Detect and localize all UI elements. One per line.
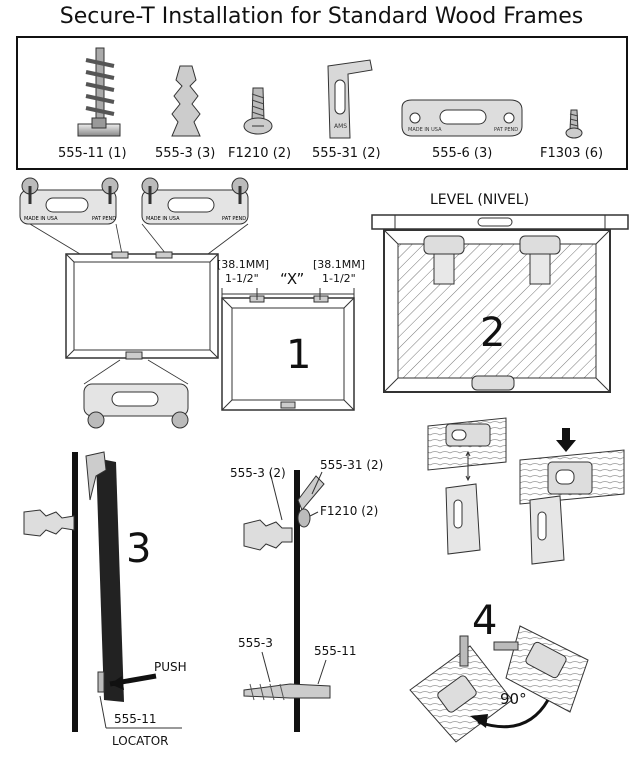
side-anchor-top-label: 555-3 (2) [230, 466, 286, 480]
part-label-f1303: F1303 (6) [540, 146, 604, 161]
dim-right-in: 1-1/2" [322, 272, 356, 285]
svg-text:MADE IN USA: MADE IN USA [146, 216, 180, 222]
frame-step1 [221, 288, 355, 411]
locator-part-label: 555-11 [114, 712, 157, 726]
svg-text:PAT PEND: PAT PEND [92, 216, 116, 222]
part-555-6-icon: MADE IN USA PAT PEND [401, 99, 523, 137]
hanger-bottom-flipped [83, 383, 189, 429]
part-555-11-icon [77, 47, 121, 137]
step-number-1: 1 [286, 332, 312, 378]
part-f1303-icon [565, 109, 583, 139]
rotation-detail [409, 625, 589, 743]
dim-right-mm: [38.1MM] [313, 258, 366, 271]
side-screw-label: F1210 (2) [320, 504, 379, 518]
page-title: Secure-T Installation for Standard Wood … [59, 4, 584, 29]
part-label-555-6: 555-6 (3) [432, 146, 493, 161]
dim-left-mm: [38.1MM] [217, 258, 270, 271]
parts-list-box [16, 36, 628, 170]
hanger-pair-top-right: MADE IN USA PAT PEND [141, 177, 249, 225]
level-tool [371, 214, 629, 230]
wall-side-view [243, 470, 331, 732]
side-locator-bottom-label: 555-11 [314, 644, 357, 658]
side-hanger-top-label: 555-31 (2) [320, 458, 384, 472]
frame-step2 [383, 229, 611, 393]
hanger-pair-top-left: MADE IN USA PAT PEND [19, 177, 119, 225]
svg-text:MADE IN USA: MADE IN USA [408, 127, 442, 133]
push-label: PUSH [154, 660, 187, 674]
rotation-angle-label: 90° [500, 690, 527, 708]
part-f1210-icon [243, 87, 273, 135]
frame-left [65, 251, 219, 360]
step-number-4: 4 [472, 598, 498, 644]
svg-text:MADE IN USA: MADE IN USA [24, 216, 58, 222]
part-label-f1210: F1210 (2) [228, 146, 292, 161]
wood-detail-right [519, 428, 625, 565]
dim-left-in: 1-1/2" [225, 272, 259, 285]
part-label-555-31: 555-31 (2) [312, 146, 381, 161]
svg-text:PAT PEND: PAT PEND [494, 127, 518, 133]
part-555-31-icon: AMS [327, 59, 373, 139]
wood-detail-left [427, 417, 507, 555]
dim-x-label: “X” [280, 270, 305, 288]
locator-label: LOCATOR [112, 734, 169, 748]
level-label: LEVEL (NIVEL) [430, 192, 530, 208]
part-label-555-3: 555-3 (3) [155, 146, 216, 161]
step-number-2: 2 [480, 310, 506, 356]
step-number-3: 3 [126, 526, 152, 572]
side-anchor-bottom-label: 555-3 [238, 636, 273, 650]
svg-text:PAT PEND: PAT PEND [222, 216, 246, 222]
part-555-3-icon [171, 65, 201, 137]
part-label-555-11: 555-11 (1) [58, 146, 127, 161]
wall-step3 [23, 451, 182, 732]
svg-text:AMS: AMS [334, 123, 347, 130]
